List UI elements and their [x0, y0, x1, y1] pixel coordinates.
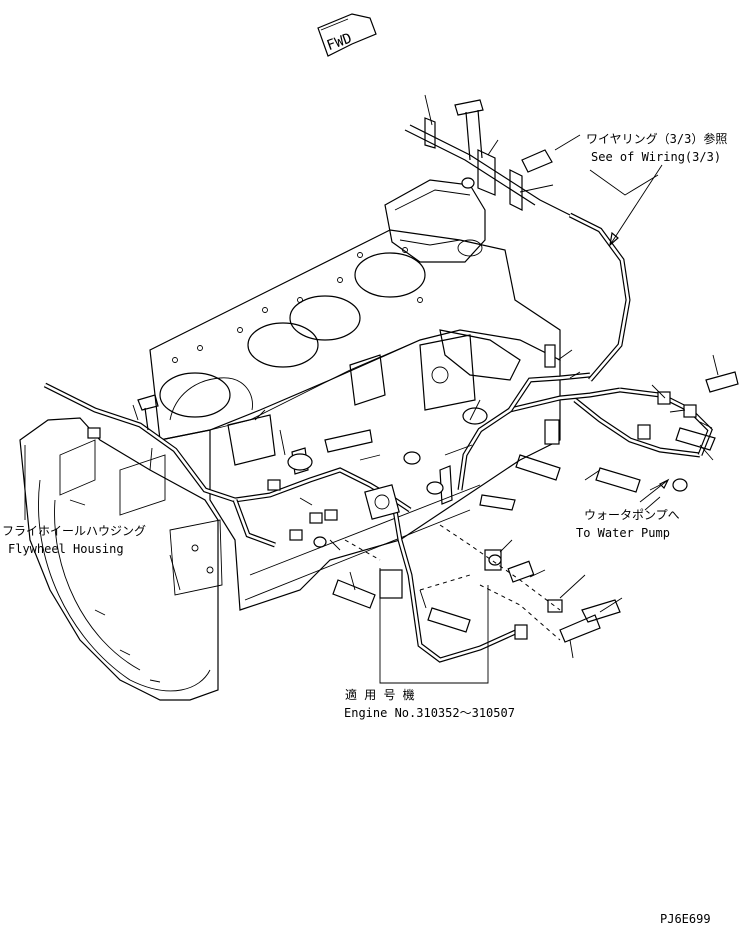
- flywheel-housing-ja: フライホイールハウジング: [2, 524, 147, 538]
- serial-applicability-ja: 適 用 号 機: [345, 688, 415, 702]
- drawing-code: PJ6E699: [660, 912, 711, 926]
- water-pump-arrow: [639, 478, 670, 503]
- top-bracket: [404, 117, 571, 216]
- bolts: [137, 99, 739, 643]
- water-pump-ja: ウォータポンプへ: [584, 508, 680, 522]
- wiring-arrow: [609, 164, 663, 247]
- fwd-text: FWD: [325, 30, 354, 54]
- rocker-housing: [384, 179, 486, 263]
- serial-bracket: [379, 568, 489, 684]
- clamps: [87, 177, 697, 640]
- wiring-ref-en: See of Wiring(3/3): [591, 150, 722, 164]
- flywheel-housing: [19, 417, 223, 701]
- wiring-harness: [43, 212, 713, 663]
- fwd-arrow: FWD: [317, 13, 377, 57]
- flywheel-housing-en: Flywheel Housing: [8, 542, 124, 556]
- water-pump-en: To Water Pump: [576, 526, 670, 540]
- wiring-ref-ja: ワイヤリング（3/3）参照: [586, 132, 728, 146]
- engine-serial-range: Engine No.310352～310507: [344, 706, 515, 720]
- phantom-lines: [344, 524, 561, 641]
- leader-lines: [132, 94, 719, 659]
